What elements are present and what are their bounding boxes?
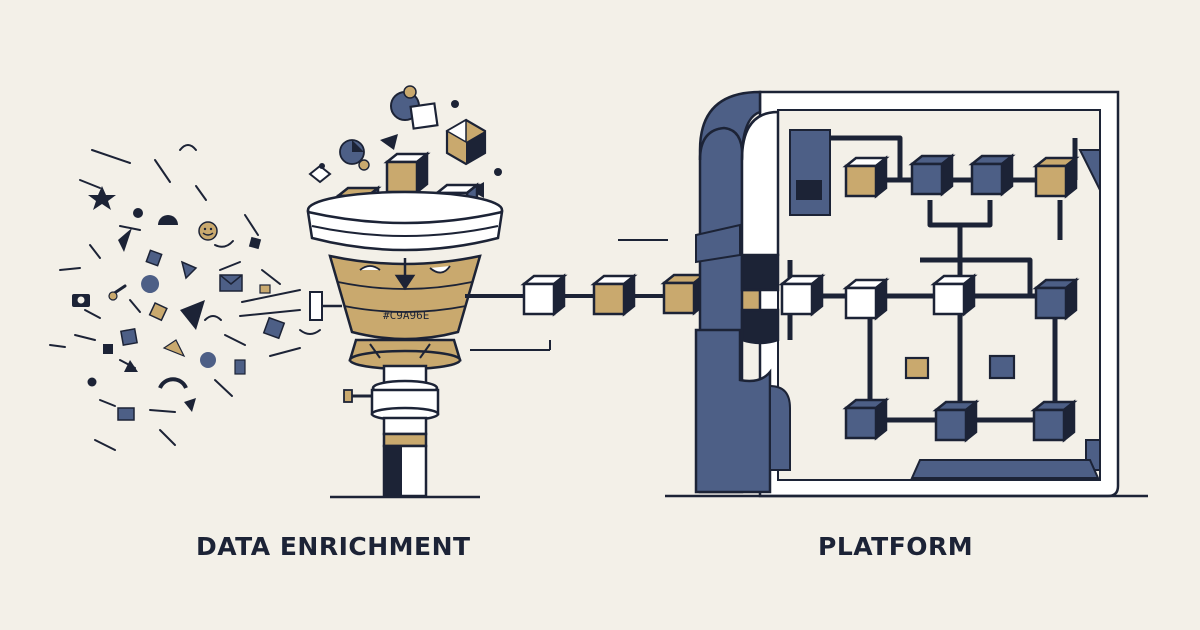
smiley-icon <box>198 221 218 241</box>
incoming-shapes <box>308 85 502 245</box>
hexagon-icon <box>445 118 487 166</box>
camera-icon <box>72 294 90 307</box>
funnel-code-label: #C9A96E <box>383 309 429 322</box>
label-platform: PLATFORM <box>818 532 974 561</box>
platform-network-nodes <box>780 154 1078 442</box>
raw-data-scatter <box>49 144 321 451</box>
circle-icon <box>200 352 216 368</box>
star-icon <box>88 186 116 210</box>
circle-icon <box>133 208 143 218</box>
enrichment-funnel <box>306 190 504 498</box>
label-data-enrichment: DATA ENRICHMENT <box>196 532 471 561</box>
raw-data-shapes <box>72 186 286 421</box>
envelope-icon <box>219 274 243 292</box>
